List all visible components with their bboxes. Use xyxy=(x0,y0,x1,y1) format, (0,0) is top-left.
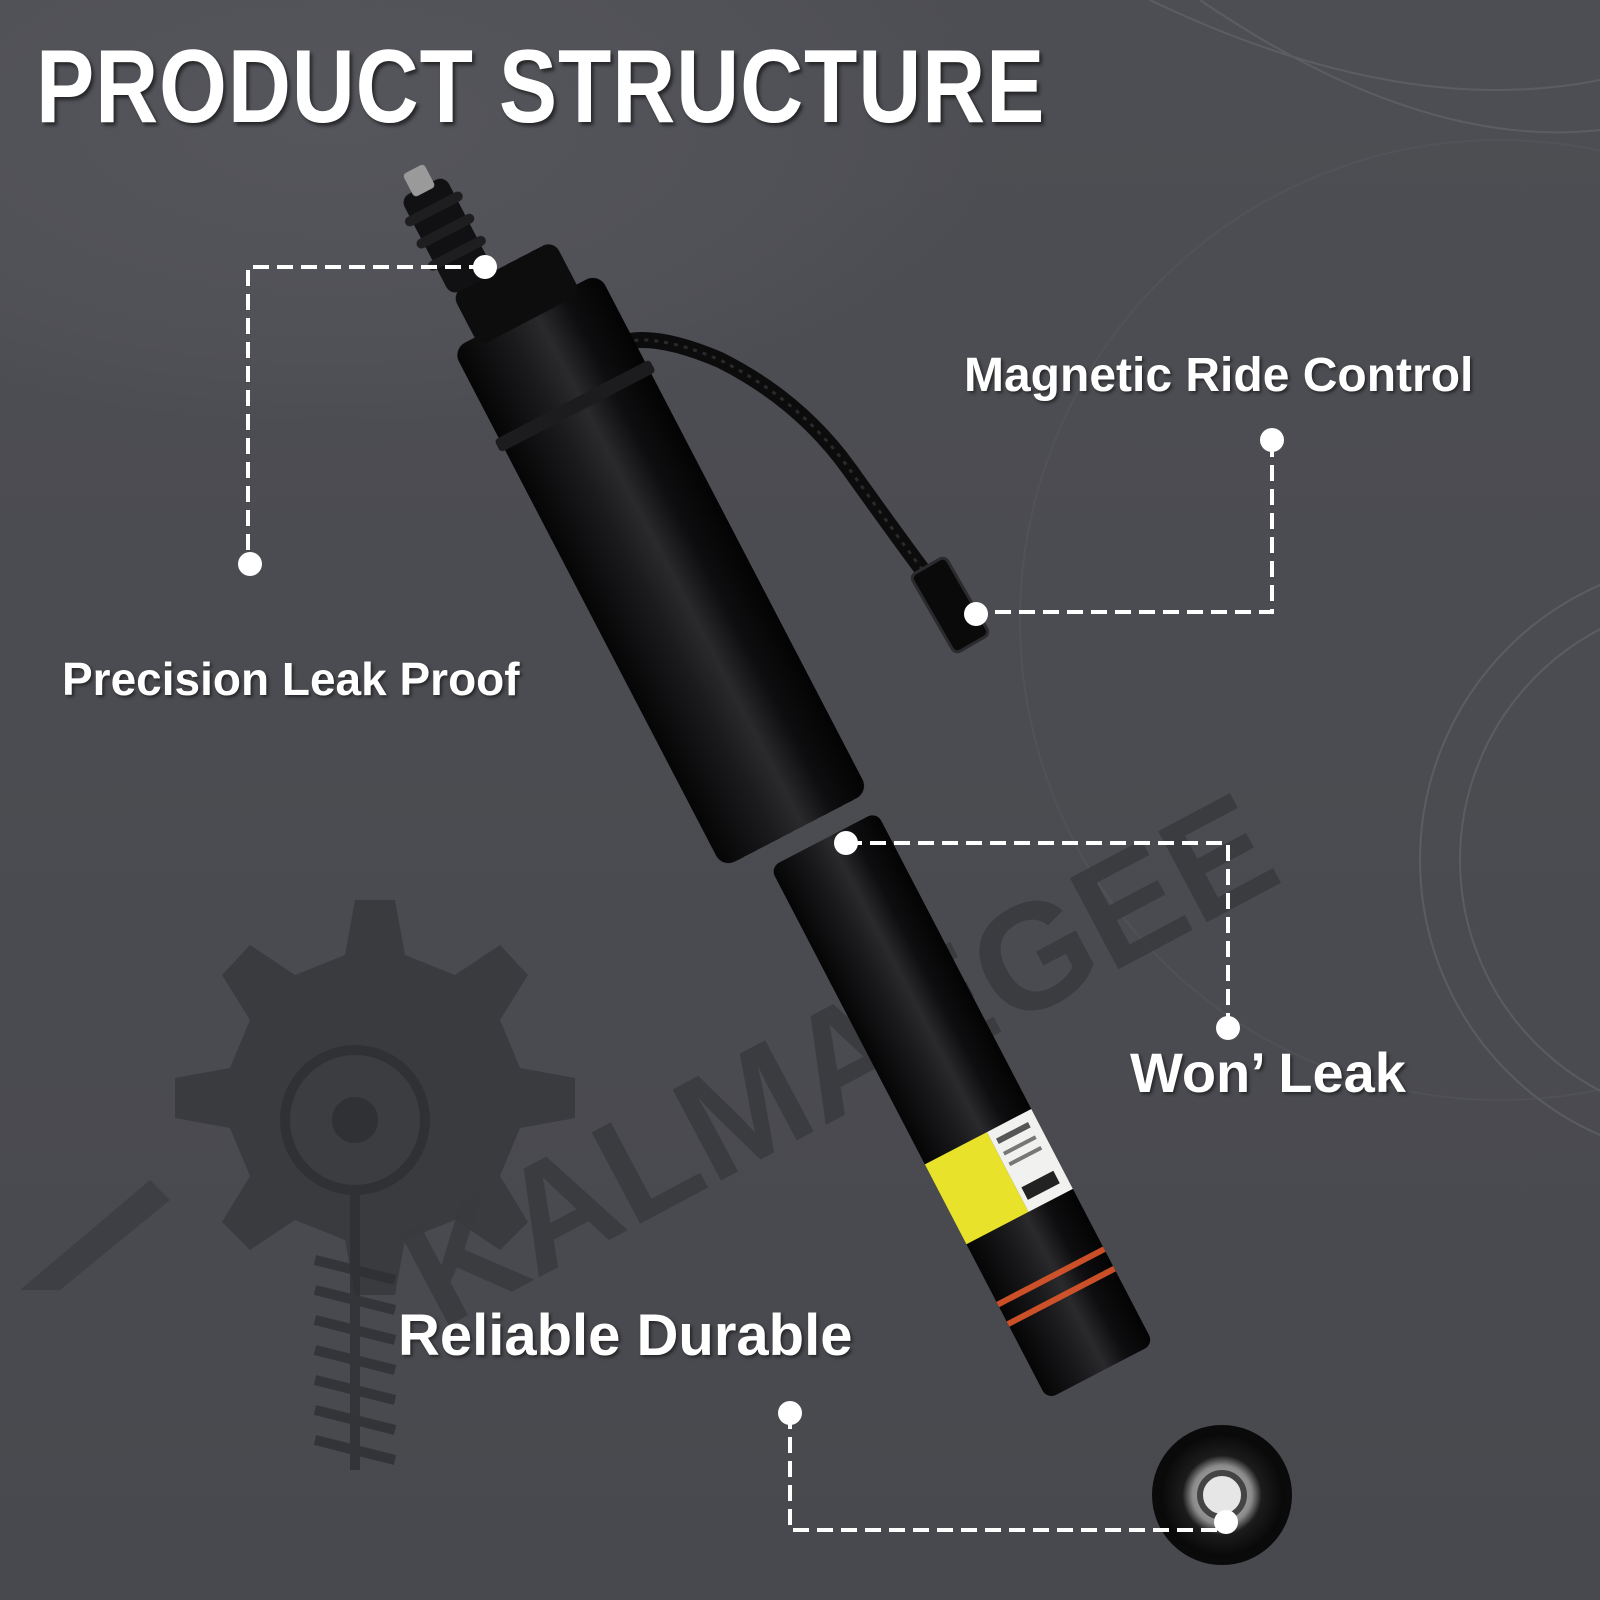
callout-precision xyxy=(246,265,485,562)
callout-dot xyxy=(1260,428,1284,452)
callout-reliable xyxy=(788,1413,1226,1532)
callout-dot xyxy=(1214,1510,1238,1534)
feature-label-precision: Precision Leak Proof xyxy=(62,653,520,705)
callout-dot xyxy=(964,602,988,626)
wire-connector xyxy=(910,556,990,654)
page-title: PRODUCT STRUCTURE xyxy=(36,29,1046,145)
watermark-coil-spring xyxy=(280,1045,430,1470)
shock-absorber xyxy=(403,164,1292,1565)
callout-dot xyxy=(834,831,858,855)
caution-label xyxy=(924,1132,1029,1245)
feature-label-magnetic: Magnetic Ride Control xyxy=(964,349,1474,402)
feature-label-reliable: Reliable Durable xyxy=(398,1303,853,1368)
feature-label-leak: Won’ Leak xyxy=(1130,1041,1406,1104)
callout-dot xyxy=(1216,1016,1240,1040)
callout-dot xyxy=(778,1401,802,1425)
callout-leak xyxy=(846,841,1230,1026)
callout-dot xyxy=(473,255,497,279)
decorative-arcs xyxy=(1019,0,1600,1136)
callout-magnetic xyxy=(976,441,1274,614)
callout-dot xyxy=(238,552,262,576)
